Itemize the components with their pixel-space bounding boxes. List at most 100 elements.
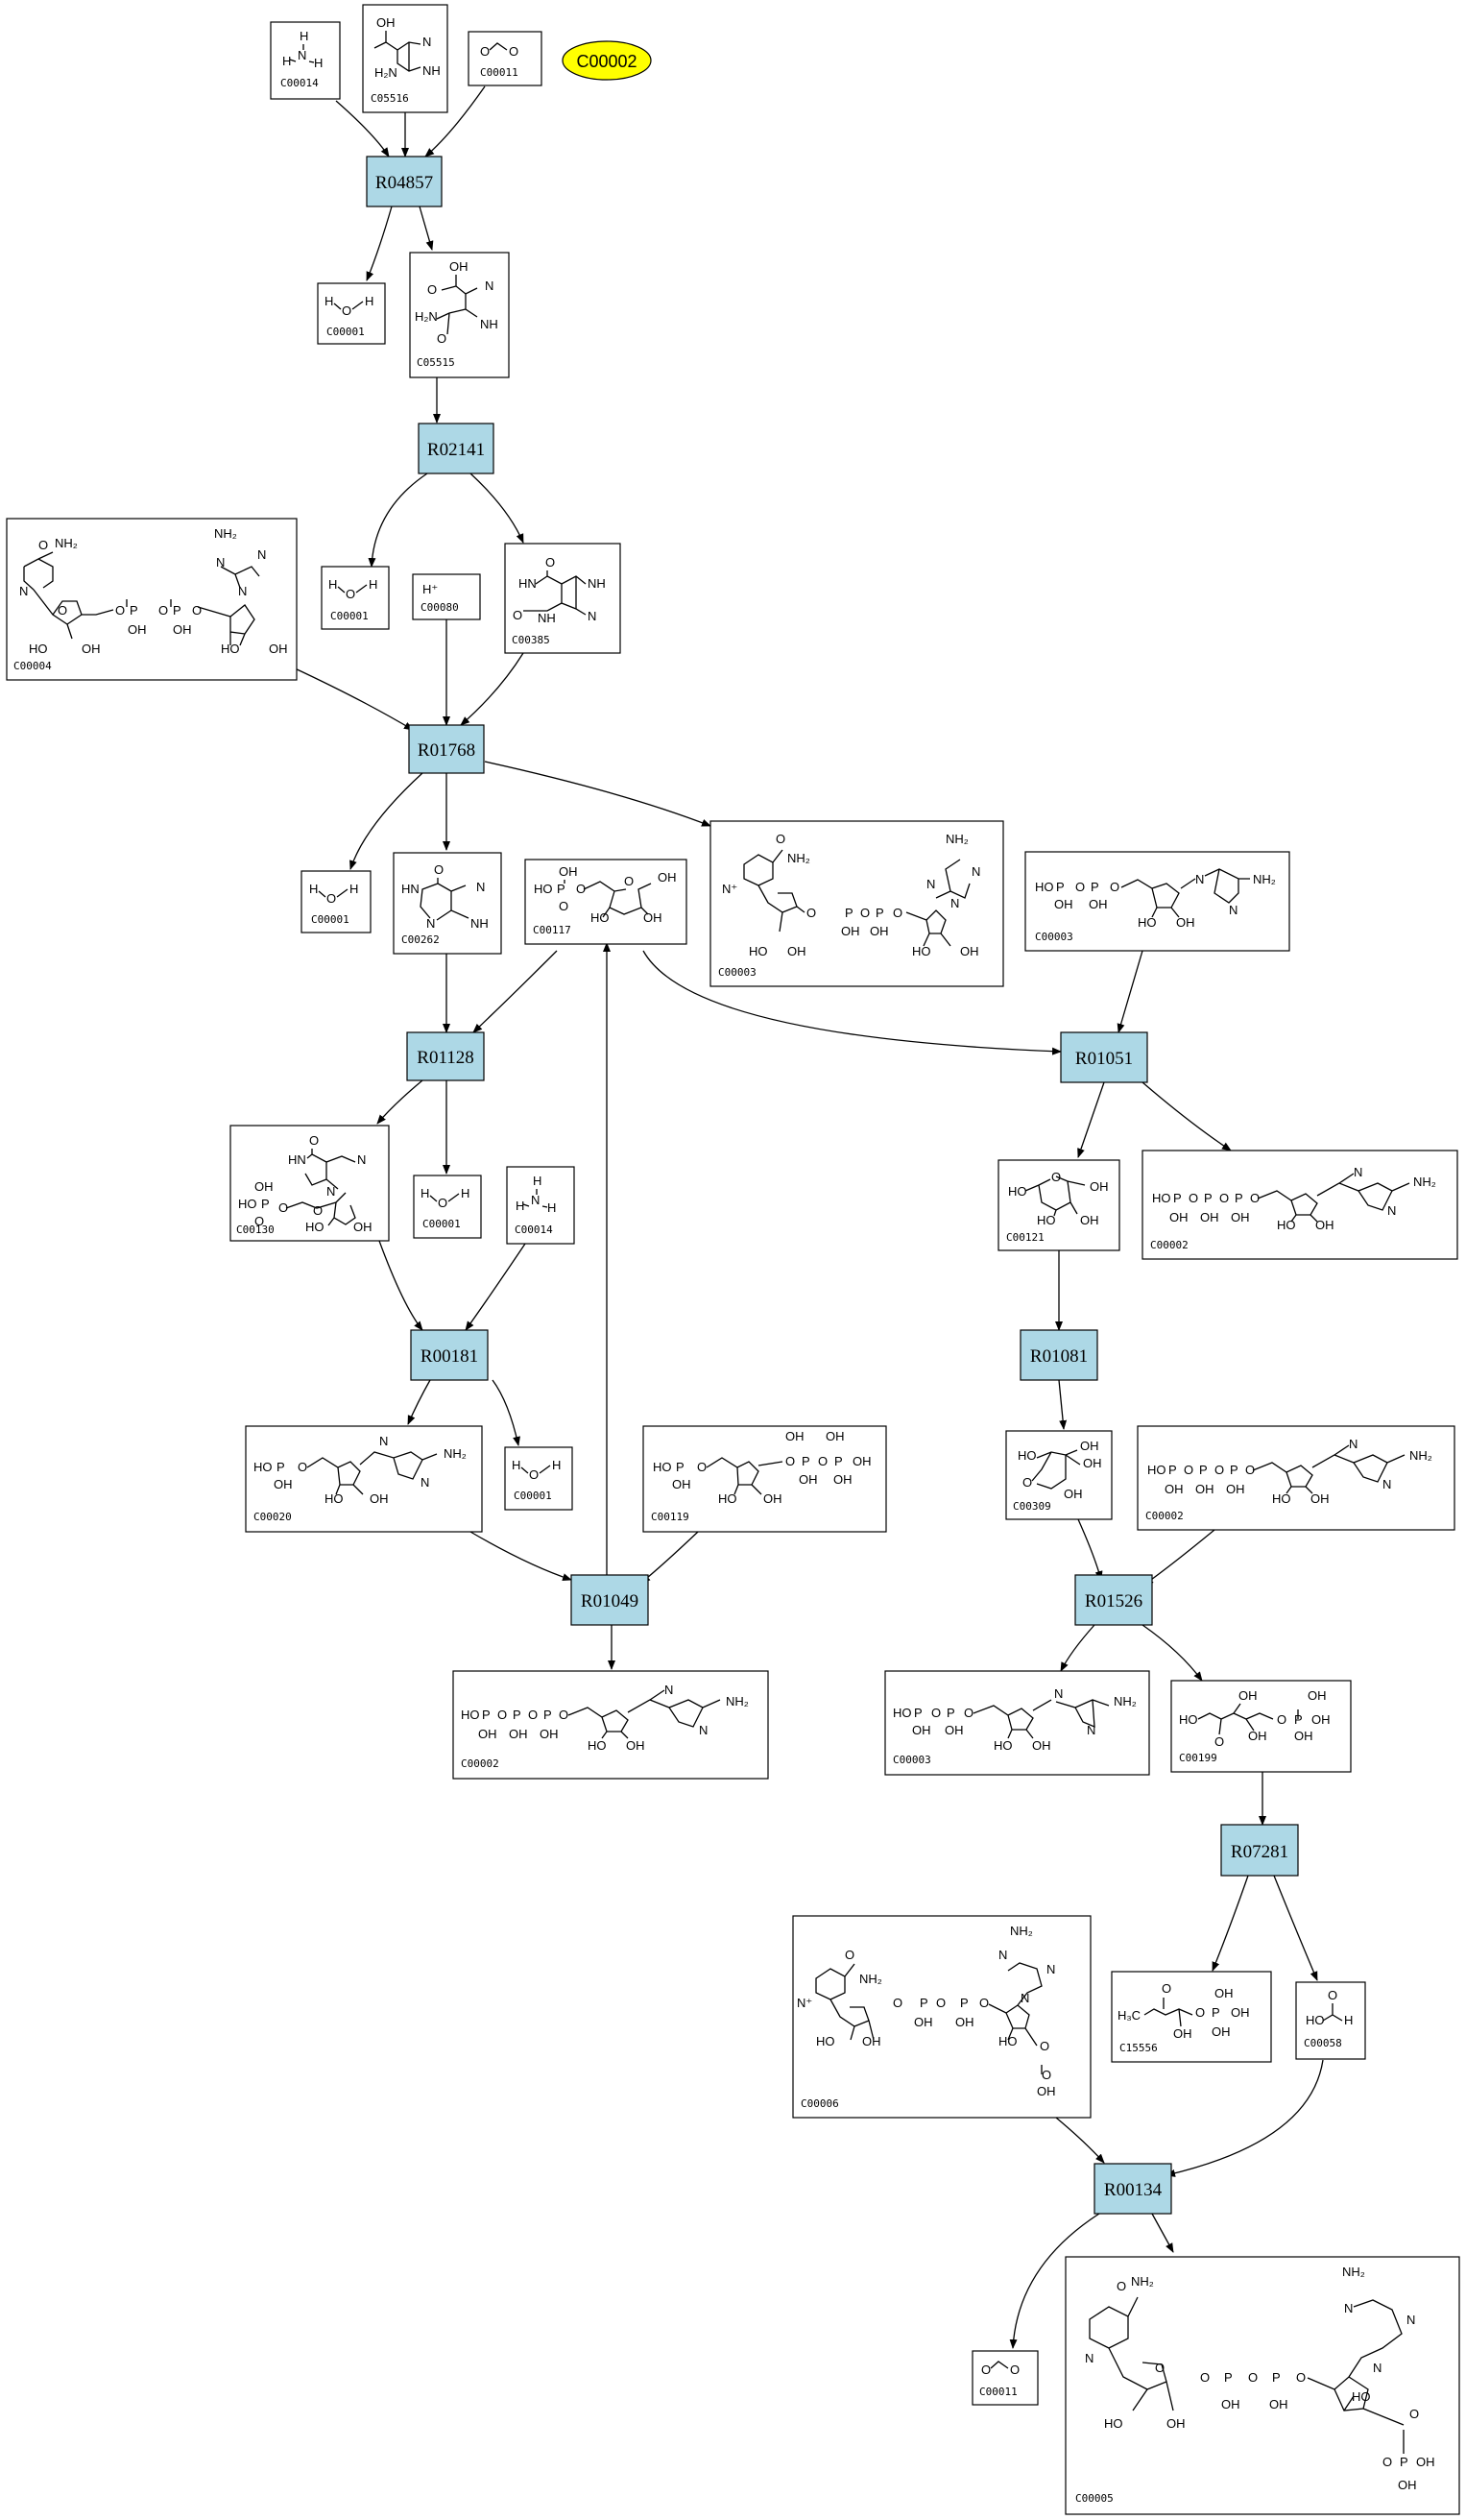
compound-c00080[interactable]: H⁺ C00080: [412, 573, 481, 620]
compound-c05516[interactable]: OH H₂N N NH C05516: [362, 4, 448, 113]
reaction-r01128[interactable]: R01128: [406, 1031, 485, 1081]
atom-label: O: [576, 882, 586, 896]
compound-c00004[interactable]: NH₂ O NH₂ N O O P O P O OH OH HO OH HO O…: [6, 518, 298, 681]
reaction-r01051[interactable]: R01051: [1060, 1031, 1148, 1083]
compound-c00003-lower[interactable]: HO P O P O OH OH HO OH NH₂ N N C00003: [884, 1670, 1150, 1776]
compound-c00003-small[interactable]: HO P O P O OH OH HO OH NH₂ N N C00003: [1024, 851, 1290, 952]
reaction-r07281[interactable]: R07281: [1220, 1824, 1299, 1877]
reaction-r01081[interactable]: R01081: [1020, 1329, 1098, 1381]
compound-c00005[interactable]: NH₂ O NH₂ N O O P O P O OH OH HO OH HO O…: [1065, 2256, 1460, 2515]
atom-label: NH: [480, 317, 498, 331]
atom-label: NH₂: [1010, 1924, 1033, 1938]
atom-label: P: [947, 1706, 955, 1720]
atom-label: OH: [945, 1723, 964, 1737]
compound-c00001-e[interactable]: H O H C00001: [504, 1446, 573, 1511]
atom-label: NH₂: [1253, 872, 1276, 886]
compound-id: C00199: [1179, 1752, 1217, 1764]
atom-label: O: [1040, 2039, 1049, 2053]
compound-c00002-lower[interactable]: HO P O P O P O OH OH OH HO OH NH₂ N N C0…: [452, 1670, 769, 1780]
compound-c00014-b[interactable]: H N H H C00014: [506, 1166, 575, 1245]
reaction-r04857[interactable]: R04857: [366, 156, 443, 207]
reaction-label: R04857: [375, 173, 433, 193]
atom-label: O: [1214, 1734, 1224, 1749]
compound-c00119[interactable]: HO P O OH HO OH O P O P OH OH OH OH OH C…: [642, 1425, 887, 1533]
reaction-label: R01081: [1030, 1346, 1088, 1367]
compound-id: C00003: [718, 966, 757, 979]
reaction-r02141[interactable]: R02141: [418, 423, 494, 474]
atom-label: HO: [324, 1491, 344, 1506]
atom-label: N: [1046, 1962, 1055, 1976]
atom-label: OH: [540, 1727, 559, 1741]
atom-label: N: [426, 916, 435, 931]
compound-c00002-upper[interactable]: HO P O P O P O OH OH OH HO OH NH₂ N N C0…: [1142, 1150, 1458, 1260]
atom-label: N: [1354, 1165, 1362, 1179]
compound-c00011-bottom[interactable]: O O C00011: [972, 2350, 1039, 2406]
atom-label: N: [1349, 1437, 1358, 1451]
atom-label: O: [1296, 2370, 1306, 2385]
compound-c00006[interactable]: O NH₂ NH₂ N⁺ O P O P O OH OH HO OH HO O …: [792, 1915, 1092, 2119]
atom-label: H: [533, 1174, 541, 1188]
legend-ellipse: [562, 40, 652, 81]
atom-label: N: [326, 1184, 335, 1199]
compound-c05515[interactable]: OH O N H₂N NH O C05515: [409, 252, 510, 378]
compound-c00002-middle[interactable]: HO P O P O P O OH OH OH HO OH NH₂ N N C0…: [1137, 1425, 1455, 1531]
atom-label: O: [697, 1460, 707, 1474]
atom-label: O: [1250, 1191, 1260, 1205]
edge-r01128-c00130: [376, 1079, 423, 1125]
atom-label: P: [914, 1706, 923, 1720]
compound-c00117[interactable]: OH HO P O O OH O HO OH C00117: [524, 859, 687, 945]
compound-c00001-c[interactable]: H O H C00001: [300, 870, 372, 933]
reaction-r00134[interactable]: R00134: [1093, 2163, 1172, 2215]
compound-c00058[interactable]: O HO H C00058: [1295, 1981, 1366, 2060]
atom-label: O: [1042, 2068, 1051, 2082]
compound-c00385[interactable]: O HN NH O NH N C00385: [504, 543, 621, 654]
atom-label: OH: [1037, 2084, 1056, 2098]
compound-c00001-b[interactable]: H O H C00001: [321, 566, 390, 630]
atom-label: N: [998, 1948, 1007, 1962]
atom-label: HO: [749, 944, 768, 958]
atom-label: OH: [1416, 2455, 1435, 2469]
compound-c00001-a[interactable]: H O H C00001: [317, 282, 386, 345]
atom-label: O: [979, 1996, 989, 2010]
compound-c00001-d[interactable]: H O H C00001: [413, 1175, 482, 1239]
atom-label: N: [531, 1193, 540, 1207]
atom-label: OH: [1064, 1487, 1083, 1501]
atom-label: OH: [1311, 1712, 1331, 1727]
atom-label: H₃C: [1118, 2008, 1141, 2023]
atom-label: OH: [1165, 1482, 1184, 1496]
reaction-r01526[interactable]: R01526: [1074, 1574, 1153, 1626]
compound-c00130[interactable]: O HN N N OH HO P O O O HO OH C00130: [229, 1125, 390, 1242]
compound-c00014-top[interactable]: H N H H C00014: [270, 21, 341, 100]
atom-label: OH: [376, 15, 396, 30]
compound-c00003-nad[interactable]: O NH₂ NH₂ N⁺ O P O P O OH OH HO OH HO OH…: [709, 820, 1004, 987]
atom-label: H₂N: [415, 309, 438, 324]
atom-label: N⁺: [797, 1996, 812, 2010]
atom-label: O: [313, 1203, 323, 1218]
compound-c00121[interactable]: HO O OH HO OH C00121: [997, 1159, 1120, 1251]
atom-label: O: [936, 1996, 946, 2010]
reaction-r01768[interactable]: R01768: [408, 724, 485, 774]
compound-c15556[interactable]: O H₃C O P OH OH OH OH C15556: [1111, 1971, 1272, 2063]
reaction-r01049[interactable]: R01049: [570, 1574, 649, 1626]
atom-label: H: [314, 56, 323, 70]
compound-c00262[interactable]: O HN N N NH C00262: [393, 852, 502, 955]
atom-label: HO: [1277, 1218, 1296, 1232]
atom-label: O: [528, 1708, 538, 1722]
compound-id: C00001: [422, 1218, 461, 1230]
atom-label: HO: [1306, 2013, 1325, 2027]
atom-label: HO: [461, 1708, 480, 1722]
compound-c00199[interactable]: OH OH HO O P OH O OH OH C00199: [1170, 1680, 1352, 1773]
compound-id: C00011: [480, 66, 518, 79]
edge-r00181-c00020: [407, 1379, 431, 1425]
atom-label: HO: [912, 944, 931, 958]
atom-label: OH: [269, 642, 288, 656]
compound-c00020[interactable]: HO P O OH HO OH NH₂ N N C00020: [245, 1425, 483, 1533]
atom-label: O: [1075, 880, 1085, 894]
atom-label: HO: [1035, 880, 1054, 894]
reaction-r00181[interactable]: R00181: [410, 1329, 489, 1381]
atom-label: OH: [1226, 1482, 1245, 1496]
legend-c00002[interactable]: C00002: [562, 40, 652, 81]
atom-label: O: [776, 832, 785, 846]
compound-c00011-top[interactable]: O O C00011: [468, 31, 542, 86]
compound-c00309[interactable]: HO OH OH O OH C00309: [1005, 1430, 1113, 1520]
